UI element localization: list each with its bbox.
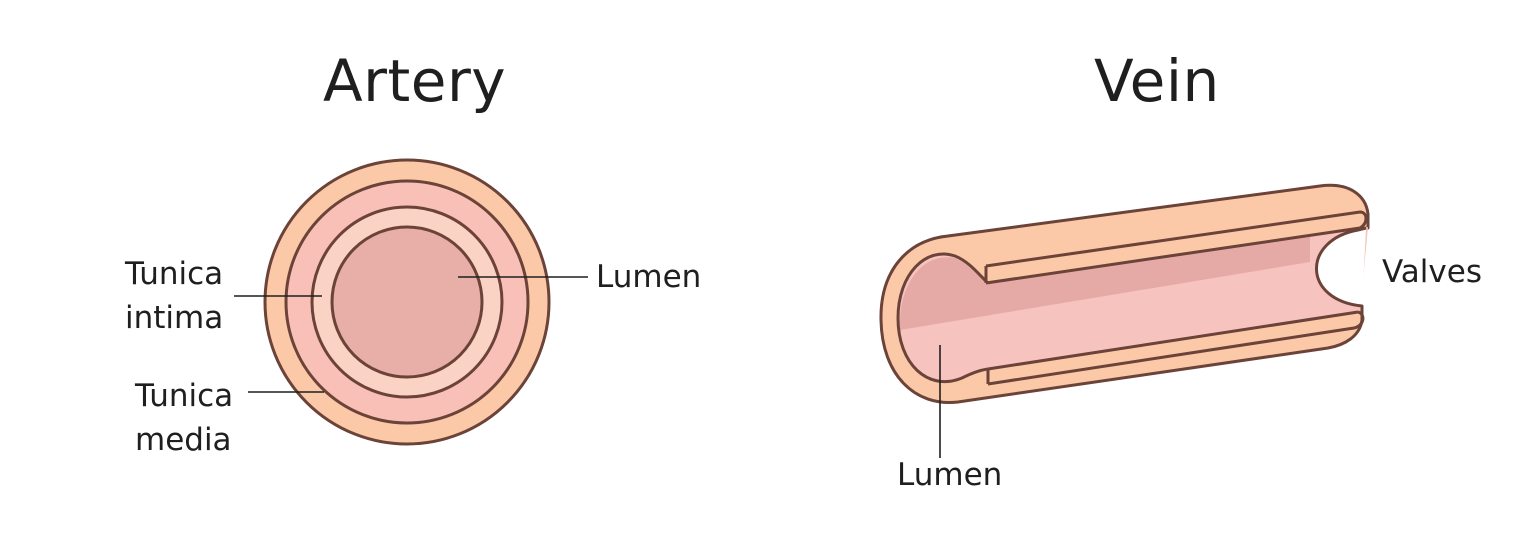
vein-title: Vein <box>1094 47 1220 115</box>
vein-lumen-label: Lumen <box>897 457 1003 493</box>
artery-lumen <box>330 225 484 379</box>
vein-bottom-inner-edge <box>987 310 1359 371</box>
tunica-media-line-1: Tunica <box>135 378 234 414</box>
vein-bottom-wall-line <box>987 310 1365 386</box>
vein-top-wall-line <box>985 210 1368 268</box>
artery-title: Artery <box>323 47 507 115</box>
vein-lumen-shade <box>899 236 1310 330</box>
artery-lumen-label: Lumen <box>596 259 702 295</box>
vein-valves-label: Valves <box>1382 254 1482 290</box>
tunica-intima-line-1: Tunica <box>125 256 224 292</box>
artery-cross-section <box>263 158 551 446</box>
artery-tunica-intima-label: Tunica intima <box>125 252 223 340</box>
tunica-intima-line-2: intima <box>125 300 224 336</box>
vein-tube <box>879 183 1370 405</box>
artery-tunica-media-label: Tunica media <box>135 374 233 462</box>
vein-valve-notch <box>1315 226 1367 308</box>
vein-front-inner-ring <box>896 252 990 384</box>
vein-inner-top-edge <box>985 226 1361 285</box>
tunica-media-line-2: media <box>135 422 232 458</box>
